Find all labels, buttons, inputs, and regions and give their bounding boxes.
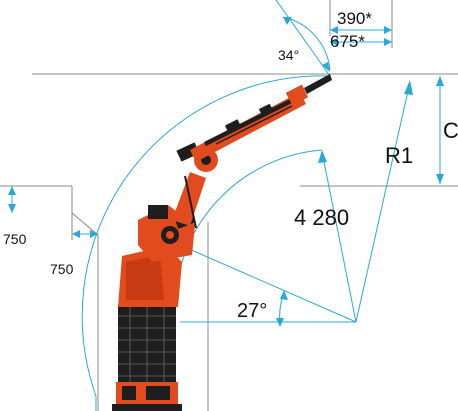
arrow-750-v-bottom [8, 204, 16, 213]
arrow-27-bottom [276, 318, 284, 327]
arrow-4280 [318, 150, 327, 163]
arrow-34-left [283, 17, 292, 25]
arrow-750-h-left [72, 230, 80, 238]
label-c: C [443, 118, 458, 143]
arrow-34-right [322, 62, 330, 72]
arrow-c-top [436, 76, 444, 86]
label-r1: R1 [385, 143, 413, 168]
radius-line-r1 [355, 81, 411, 323]
robot-base [112, 305, 182, 411]
foundation-outline [71, 186, 99, 411]
robot-wrist [285, 74, 332, 106]
arrowheads [8, 17, 444, 327]
arrow-750-v-top [8, 186, 16, 195]
dimension-lines [11, 0, 441, 411]
label-750-vertical: 750 [3, 231, 27, 247]
arrow-27-top [280, 290, 288, 300]
label-4280: 4 280 [294, 205, 349, 230]
label-750-horizontal: 750 [50, 261, 74, 277]
outer-reach-arc [81, 75, 331, 397]
dimension-labels: 390* 675* 34° C R1 4 280 27° 750 750 [3, 9, 458, 322]
robot-illustration [112, 74, 332, 411]
label-angle-34: 34° [278, 47, 299, 63]
arrow-750-h-right [90, 230, 98, 238]
arrow-c-bottom [436, 174, 444, 184]
angle-34-ray [275, 0, 331, 77]
robot-upper-arm [190, 92, 306, 162]
arrow-675-left [330, 38, 338, 46]
arrow-r1 [404, 80, 413, 95]
arrow-390-left [330, 26, 338, 34]
arrow-675-right [384, 38, 392, 46]
radius-line-4280 [321, 151, 357, 323]
label-675: 675* [330, 32, 365, 51]
arm-angle-line [179, 244, 357, 323]
arrow-390-right [384, 26, 392, 34]
label-390: 390* [337, 9, 372, 28]
label-angle-27: 27° [237, 300, 267, 322]
angle-34-arc [282, 16, 331, 71]
